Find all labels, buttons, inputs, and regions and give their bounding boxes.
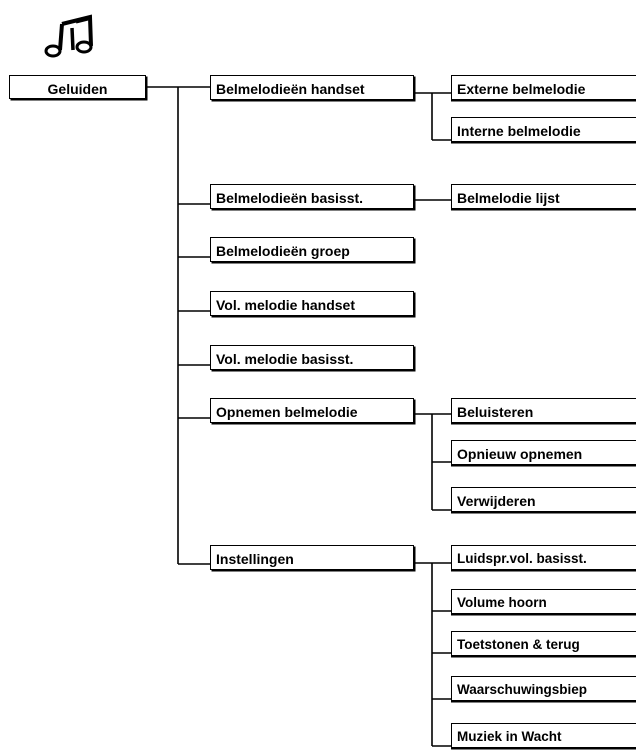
- menu-item-opnemen-belmelodie: Opnemen belmelodie: [210, 398, 414, 423]
- submenu-item-verwijderen: Verwijderen: [451, 487, 636, 512]
- submenu-item-luidspr-vol-basisst: Luidspr.vol. basisst.: [451, 545, 636, 570]
- menu-item-belmelodieen-basisst: Belmelodieën basisst.: [210, 184, 414, 209]
- menu-item-belmelodieen-groep: Belmelodieën groep: [210, 237, 414, 262]
- submenu-item-beluisteren: Beluisteren: [451, 398, 636, 423]
- submenu-item-waarschuwingsbiep: Waarschuwingsbiep: [451, 676, 636, 701]
- menu-item-vol-melodie-basisst: Vol. melodie basisst.: [210, 345, 414, 370]
- submenu-item-toetstonen-terug: Toetstonen & terug: [451, 631, 636, 656]
- submenu-item-opnieuw-opnemen: Opnieuw opnemen: [451, 440, 636, 465]
- menu-item-belmelodieen-handset: Belmelodieën handset: [210, 75, 414, 100]
- submenu-item-volume-hoorn: Volume hoorn: [451, 589, 636, 614]
- menu-item-instellingen: Instellingen: [210, 545, 414, 570]
- submenu-item-belmelodie-lijst: Belmelodie lijst: [451, 184, 636, 209]
- submenu-item-muziek-in-wacht: Muziek in Wacht: [451, 723, 636, 748]
- submenu-item-interne-belmelodie: Interne belmelodie: [451, 117, 636, 142]
- menu-root-box: Geluiden: [9, 75, 146, 99]
- menu-item-vol-melodie-handset: Vol. melodie handset: [210, 291, 414, 316]
- submenu-item-externe-belmelodie: Externe belmelodie: [451, 75, 636, 100]
- music-note-icon: [44, 14, 93, 58]
